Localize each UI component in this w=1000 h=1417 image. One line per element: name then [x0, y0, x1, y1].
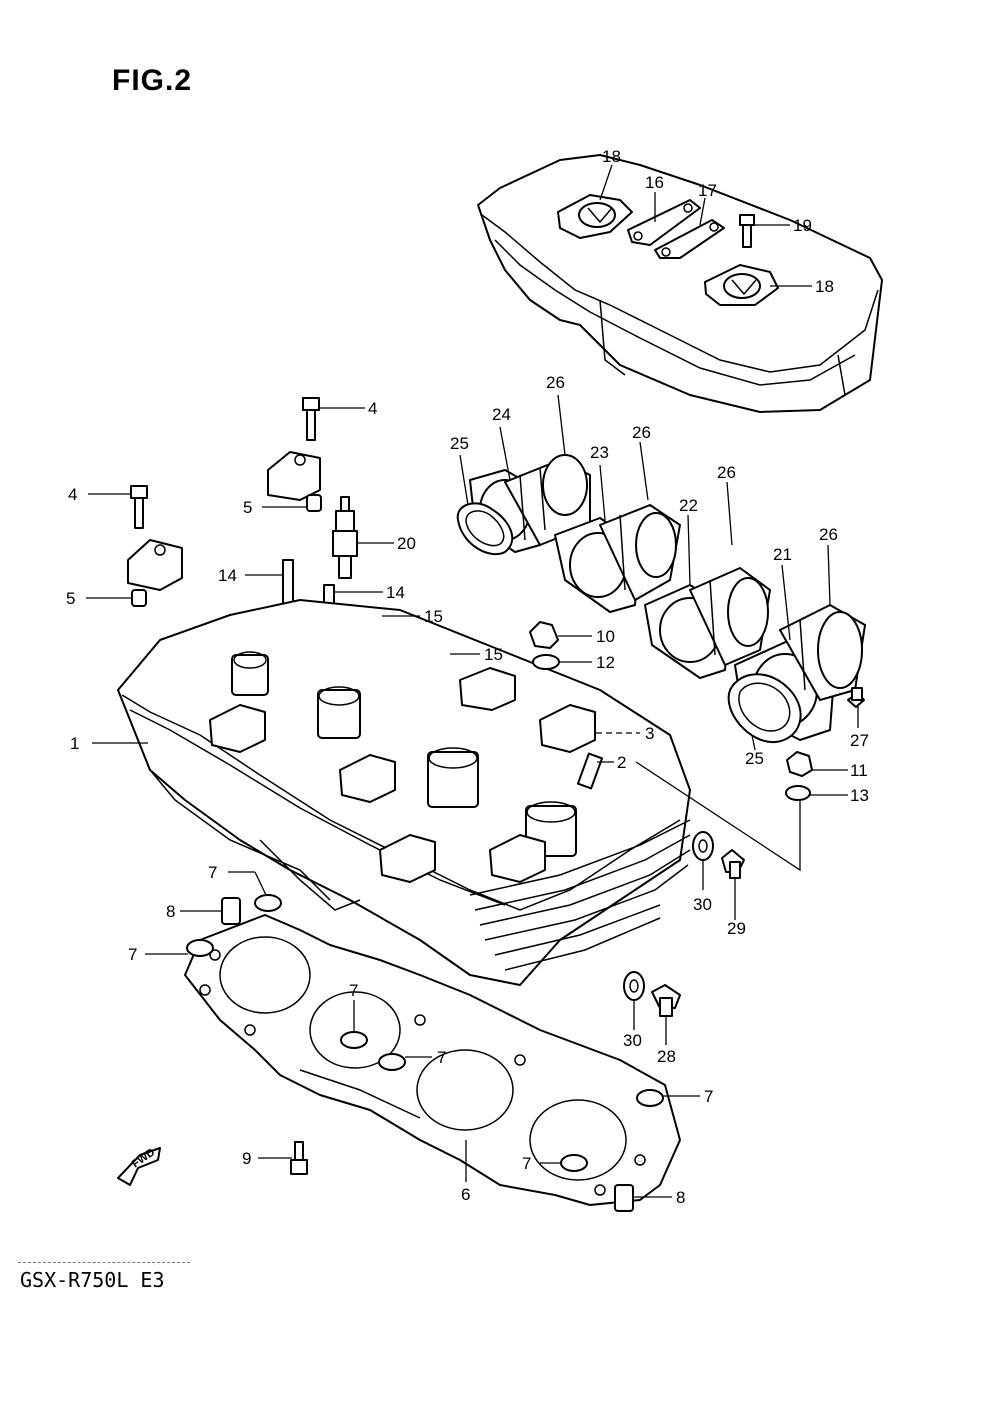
callout-1: 1	[70, 734, 79, 753]
callout-7: 7	[522, 1154, 531, 1173]
callout-14: 14	[386, 583, 405, 602]
callout-25: 25	[745, 749, 764, 768]
callout-17: 17	[698, 181, 717, 200]
callout-7: 7	[128, 945, 137, 964]
model-divider	[18, 1262, 190, 1263]
callout-4: 4	[368, 399, 377, 418]
intake-pipe-23	[554, 504, 681, 613]
callout-18: 18	[815, 277, 834, 296]
callout-9: 9	[242, 1149, 251, 1168]
callout-25: 25	[450, 434, 469, 453]
callout-18: 18	[602, 147, 621, 166]
callout-11: 11	[850, 761, 868, 780]
callout-23: 23	[590, 443, 609, 462]
figure-title: FIG.2	[112, 64, 193, 97]
callout-30: 30	[693, 895, 712, 914]
intake-pipes	[456, 454, 866, 744]
callout-28: 28	[657, 1047, 676, 1066]
callout-21: 21	[773, 545, 792, 564]
callout-26: 26	[717, 463, 736, 482]
model-label: GSX-R750L E3	[20, 1268, 165, 1292]
callout-16: 16	[645, 173, 664, 192]
leader-lines	[86, 164, 859, 1198]
callout-30: 30	[623, 1031, 642, 1050]
callout-26: 26	[819, 525, 838, 544]
intake-pipe-22	[644, 567, 771, 679]
callout-4: 4	[68, 485, 77, 504]
callout-15: 15	[484, 645, 503, 664]
fwd-arrow-icon: FWD	[117, 1146, 161, 1186]
cylinder-head	[117, 599, 813, 1017]
callout-14: 14	[218, 566, 237, 585]
head-gasket	[184, 894, 681, 1212]
callout-7: 7	[437, 1048, 446, 1067]
callout-20: 20	[397, 534, 416, 553]
callout-7: 7	[349, 981, 358, 1000]
callout-2: 2	[617, 753, 626, 772]
callout-6: 6	[461, 1185, 470, 1204]
callout-3: 3	[645, 724, 654, 743]
cylinder-head-cover	[477, 154, 883, 413]
callout-10: 10	[596, 627, 615, 646]
callout-8: 8	[166, 902, 175, 921]
callout-19: 19	[793, 216, 812, 235]
callout-26: 26	[632, 423, 651, 442]
callout-7: 7	[704, 1087, 713, 1106]
callout-5: 5	[66, 589, 75, 608]
callout-5: 5	[243, 498, 252, 517]
callout-7: 7	[208, 863, 217, 882]
callout-8: 8	[676, 1188, 685, 1207]
callout-22: 22	[679, 496, 698, 515]
callout-26: 26	[546, 373, 565, 392]
callout-13: 13	[850, 786, 869, 805]
callout-24: 24	[492, 405, 511, 424]
callout-15: 15	[424, 607, 443, 626]
callout-29: 29	[727, 919, 746, 938]
callout-12: 12	[596, 653, 615, 672]
callout-27: 27	[850, 731, 869, 750]
callout-labels: 18 16 17 19 18 4 4 5 5 20 14 14 15 15 26…	[66, 147, 869, 1207]
